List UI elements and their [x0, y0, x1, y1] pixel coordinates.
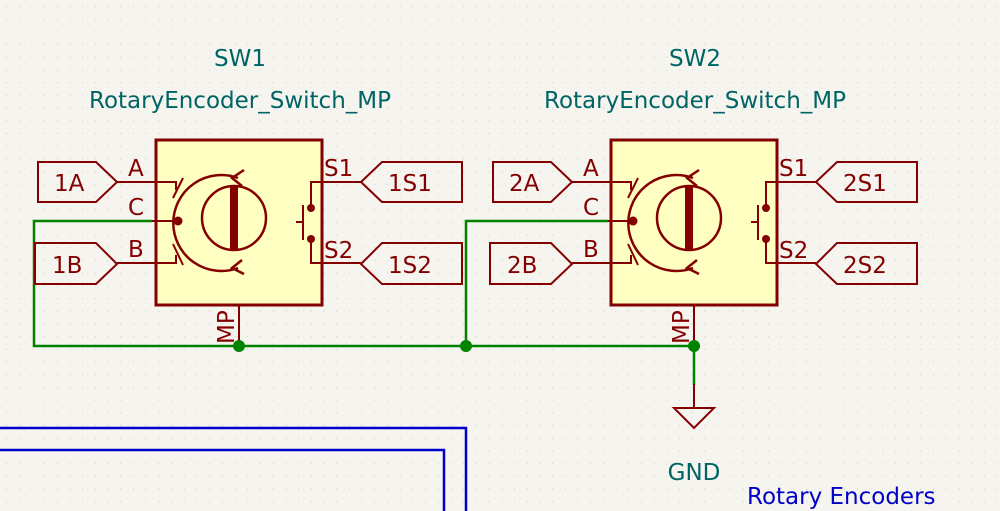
- net-label-1b[interactable]: 1B: [52, 253, 82, 279]
- net-label-2s2-shape: [814, 242, 918, 285]
- pin-c-label: C: [128, 195, 144, 221]
- wiper-contact-icon: [628, 216, 638, 226]
- net-label-2a-shape: [492, 161, 574, 203]
- ground-icon: [671, 407, 717, 430]
- net-label-2b-shape: [489, 242, 574, 285]
- sheet-title: Rotary Encoders: [747, 484, 936, 510]
- pin-s1-label: S1: [324, 156, 353, 182]
- symbol-body: [154, 138, 324, 307]
- pin-b-label: B: [583, 237, 599, 263]
- net-label-1s2-shape: [359, 242, 463, 285]
- net-label-2b[interactable]: 2B: [507, 253, 537, 279]
- pin-a-label: A: [583, 156, 599, 182]
- pin-s1-label: S1: [779, 156, 808, 182]
- component-value: RotaryEncoder_Switch_MP: [544, 88, 846, 114]
- net-label-2s2[interactable]: 2S2: [843, 253, 887, 279]
- symbol-sw2[interactable]: SW2 RotaryEncoder_Switch_MP A C: [489, 46, 918, 346]
- wiper-contact-icon: [173, 216, 183, 226]
- symbol-body: [609, 138, 779, 307]
- rotary-knob-icon: [172, 168, 268, 276]
- net-label-2a[interactable]: 2A: [509, 171, 540, 197]
- gnd-power-symbol[interactable]: GND: [668, 384, 721, 486]
- net-label-2s1-shape: [814, 161, 918, 203]
- pin-s2-label: S2: [324, 238, 353, 264]
- pin-s2-label: S2: [779, 238, 808, 264]
- pin-c-label: C: [583, 195, 599, 221]
- pin-b-label: B: [128, 237, 144, 263]
- net-label-1s1-shape: [359, 161, 463, 203]
- sheet-inner-border: [0, 448, 446, 511]
- junction-dot: [233, 340, 245, 352]
- pin-mp-label: MP: [669, 310, 695, 344]
- net-label-1a[interactable]: 1A: [54, 171, 85, 197]
- net-label-2s1[interactable]: 2S1: [843, 171, 887, 197]
- net-label-1a-shape: [37, 161, 119, 203]
- junction-dot: [688, 340, 700, 352]
- pin-a-label: A: [128, 156, 144, 182]
- power-label: GND: [668, 460, 721, 486]
- sheet-outer-border: [0, 426, 468, 511]
- reference-designator: SW1: [214, 46, 266, 72]
- junction-dot: [460, 340, 472, 352]
- net-label-1s2[interactable]: 1S2: [388, 253, 432, 279]
- net-label-1s1[interactable]: 1S1: [388, 171, 432, 197]
- component-value: RotaryEncoder_Switch_MP: [89, 88, 391, 114]
- net-label-1b-shape: [34, 242, 119, 285]
- pin-mp-label: MP: [214, 310, 240, 344]
- reference-designator: SW2: [669, 46, 721, 72]
- rotary-knob-icon: [627, 168, 723, 276]
- wire-c2-to-gnd[interactable]: [464, 219, 608, 346]
- hierarchical-sheet[interactable]: [0, 426, 468, 511]
- symbol-sw1[interactable]: SW1 RotaryEncoder_Switch_MP A: [34, 46, 463, 346]
